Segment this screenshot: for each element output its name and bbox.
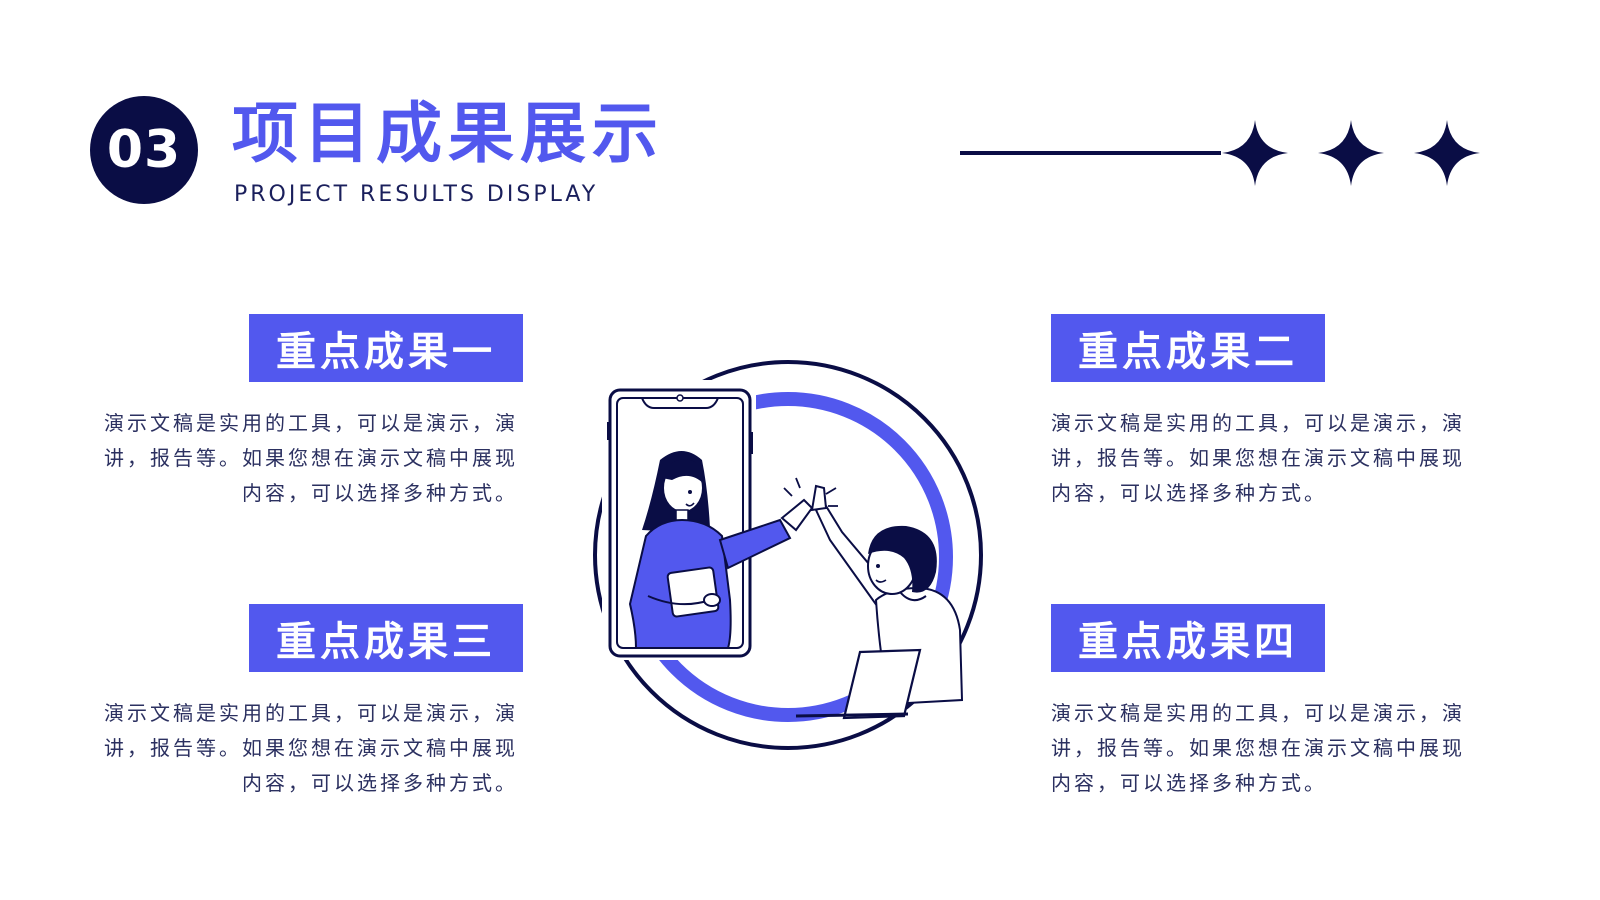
- result-tag-4: 重点成果四: [1051, 604, 1325, 672]
- description-line: 演示文稿是实用的工具，可以是演示，演: [104, 701, 518, 725]
- description-line: 讲，报告等。如果您想在演示文稿中展现: [104, 446, 518, 470]
- result-description-2: 演示文稿是实用的工具，可以是演示，演 讲，报告等。如果您想在演示文稿中展现 内容…: [1051, 406, 1489, 511]
- star-icon: [1414, 120, 1480, 186]
- result-tag-2: 重点成果二: [1051, 314, 1325, 382]
- section-number-badge: 03: [90, 96, 198, 204]
- description-line: 演示文稿是实用的工具，可以是演示，演: [1051, 701, 1465, 725]
- description-line: 演示文稿是实用的工具，可以是演示，演: [1051, 411, 1465, 435]
- description-line: 内容，可以选择多种方式。: [242, 481, 518, 505]
- result-description-4: 演示文稿是实用的工具，可以是演示，演 讲，报告等。如果您想在演示文稿中展现 内容…: [1051, 696, 1489, 801]
- description-line: 讲，报告等。如果您想在演示文稿中展现: [1051, 446, 1465, 470]
- sparkle-icon: [783, 477, 838, 507]
- page-subtitle: PROJECT RESULTS DISPLAY: [234, 182, 599, 207]
- description-line: 内容，可以选择多种方式。: [1051, 771, 1327, 795]
- decorative-line: [960, 151, 1221, 155]
- description-line: 讲，报告等。如果您想在演示文稿中展现: [1051, 736, 1465, 760]
- description-line: 内容，可以选择多种方式。: [1051, 481, 1327, 505]
- star-icon: [1318, 120, 1384, 186]
- description-line: 内容，可以选择多种方式。: [242, 771, 518, 795]
- result-description-3: 演示文稿是实用的工具，可以是演示，演 讲，报告等。如果您想在演示文稿中展现 内容…: [80, 696, 518, 801]
- man-figure: [795, 484, 964, 720]
- page-title: 项目成果展示: [232, 95, 664, 172]
- star-icon: [1222, 120, 1288, 186]
- description-line: 演示文稿是实用的工具，可以是演示，演: [104, 411, 518, 435]
- woman-figure: [628, 451, 814, 649]
- description-line: 讲，报告等。如果您想在演示文稿中展现: [104, 736, 518, 760]
- section-number: 03: [106, 120, 182, 180]
- result-tag-3: 重点成果三: [249, 604, 523, 672]
- result-tag-1: 重点成果一: [249, 314, 523, 382]
- result-description-1: 演示文稿是实用的工具，可以是演示，演 讲，报告等。如果您想在演示文稿中展现 内容…: [80, 406, 518, 511]
- video-call-illustration: [590, 360, 1010, 780]
